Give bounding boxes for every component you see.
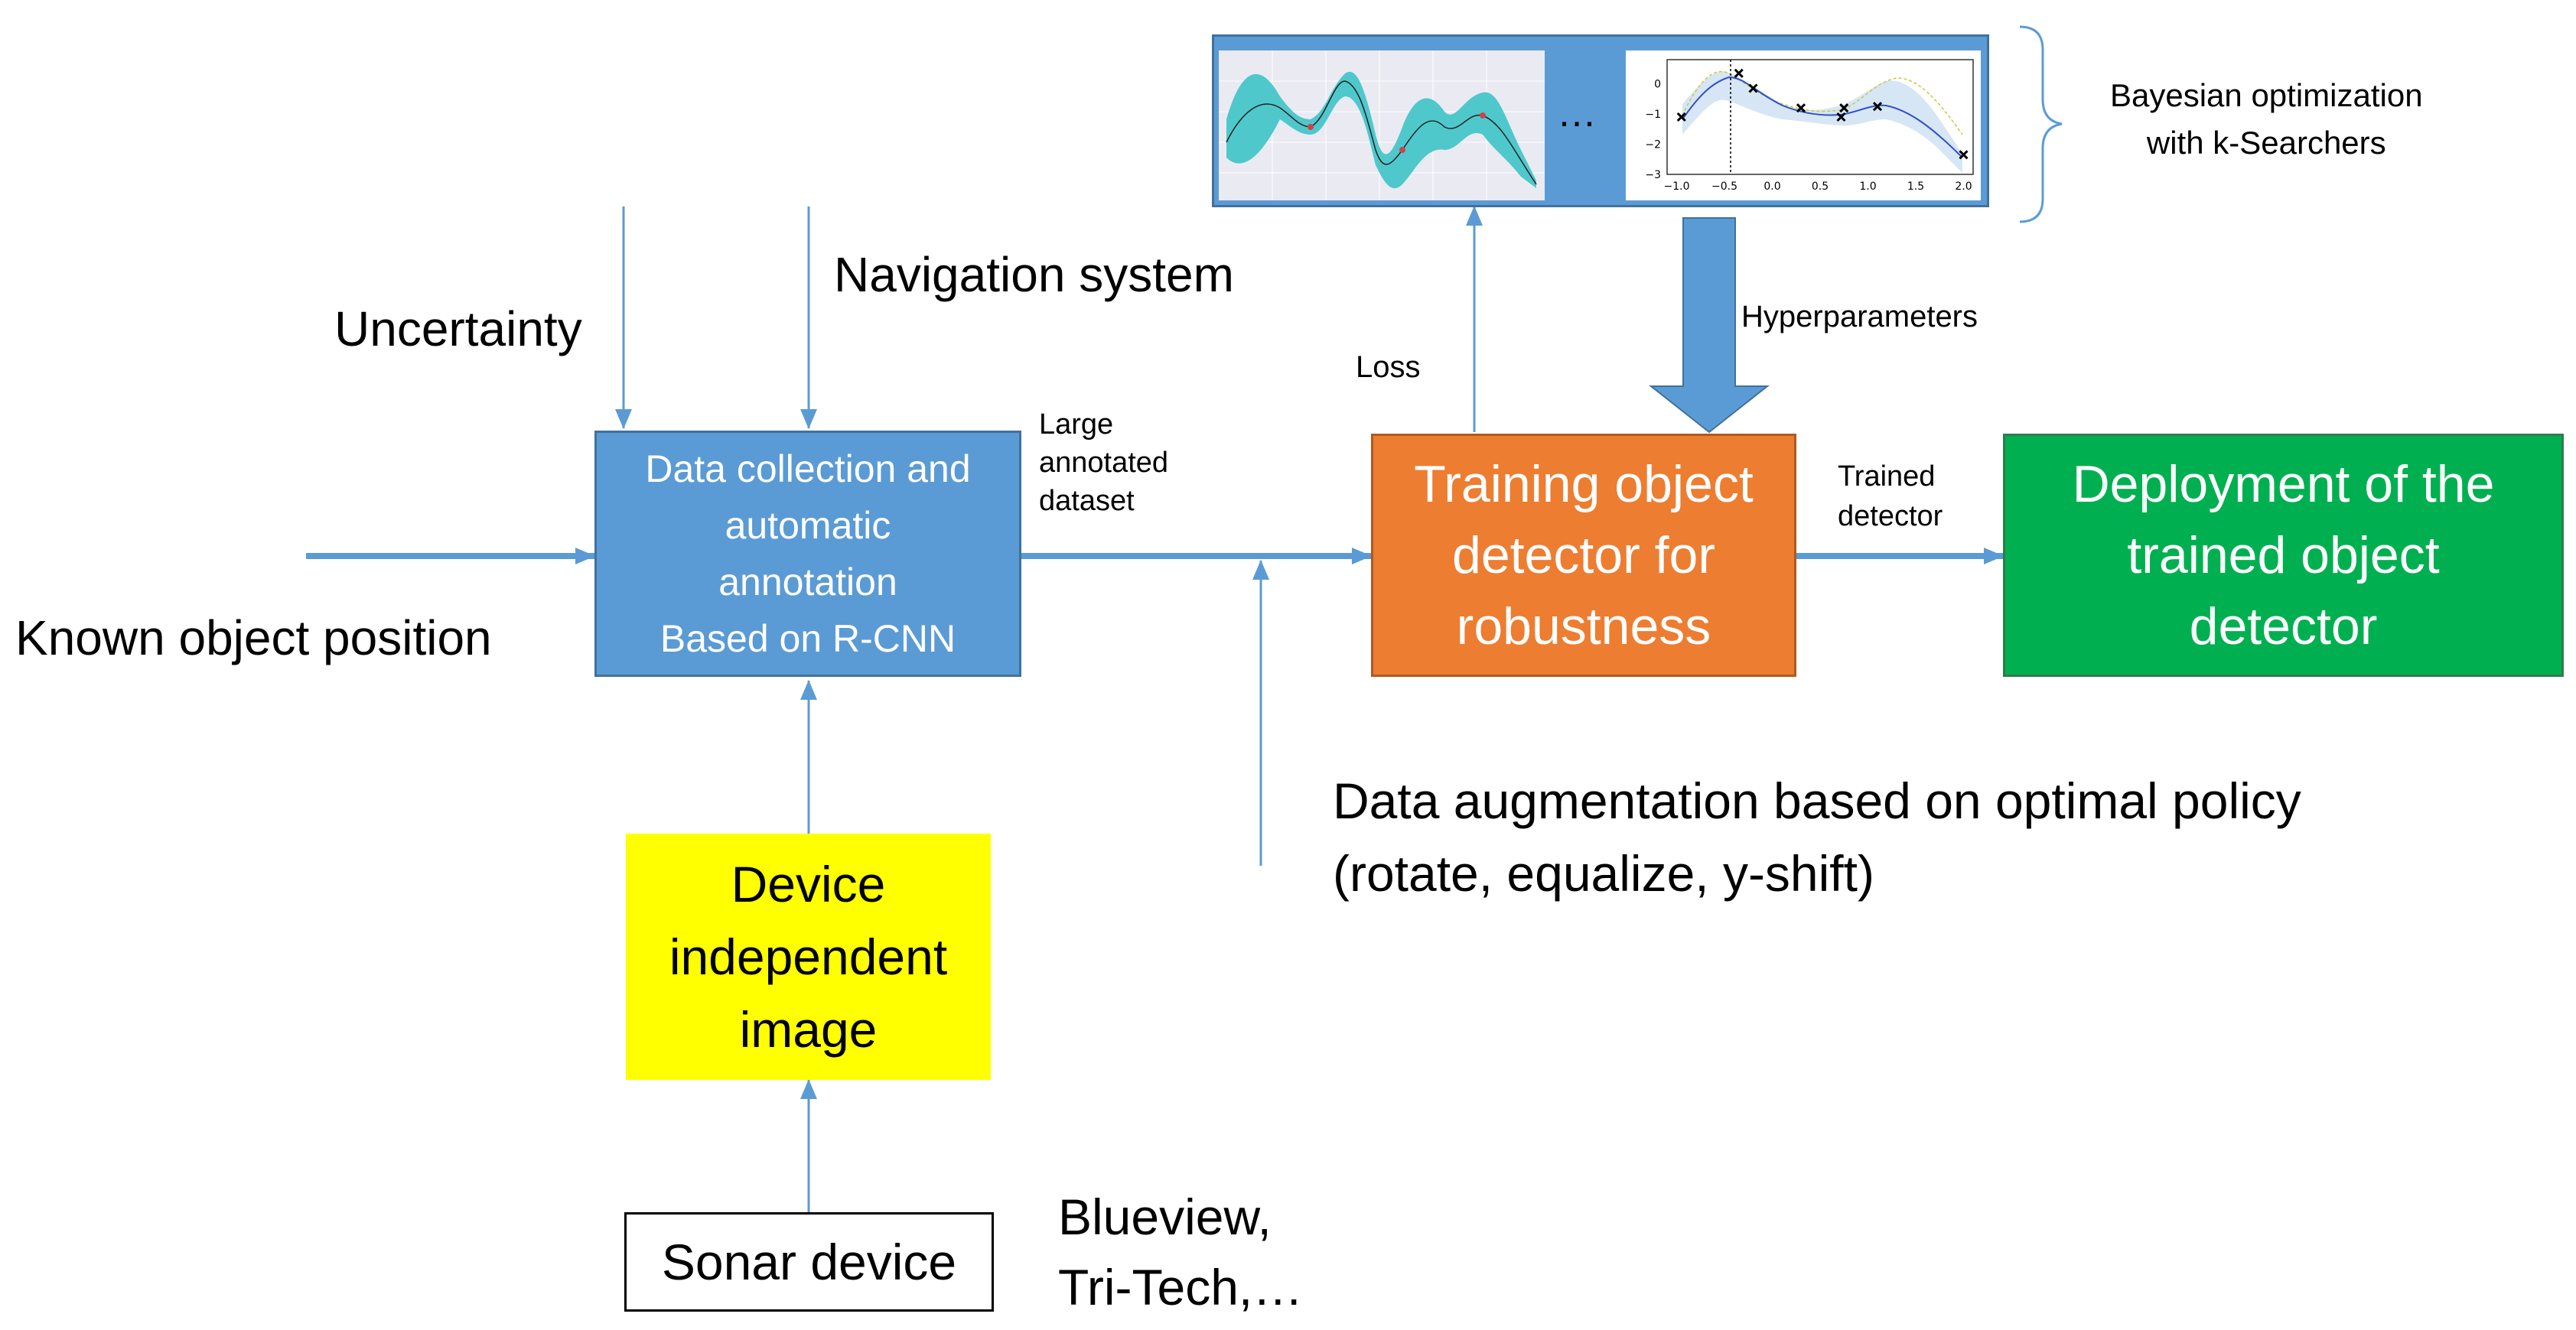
gp-left-mean [1226,80,1537,185]
gp-right-confidence-band [1682,71,1962,173]
gp-right-observation-marker [1676,112,1686,122]
gp-right-x-tick-label: 2.0 [1955,180,1972,193]
gp-right-x-tick-labels: −1.0 −0.5 0.0 0.5 1.0 1.5 2.0 [1664,180,1972,193]
gp-right-x-tick-label: 1.0 [1859,180,1876,193]
loss-label: Loss [1356,350,1421,384]
gp-right-y-tick-label: −1 [1645,109,1661,121]
bayesian-line: Bayesian optimization [2110,77,2423,113]
device-independent-line: image [739,1000,878,1058]
trained-detector-label: Trained detector [1838,457,1943,536]
large-dataset-line: dataset [1039,485,1135,517]
hyperparameters-label: Hyperparameters [1741,300,1978,333]
gp-right-target-dotted [1682,70,1963,135]
uncertainty-label: Uncertainty [334,301,582,356]
deployment-line: Deployment of the [2072,454,2495,513]
gp-plot-right: 0 −1 −2 −3 −1.0 −0.5 0.0 0.5 1.0 1.5 2.0 [1626,50,1981,200]
trained-detector-line: Trained [1838,460,1936,493]
gp-right-x-tick-label: 1.5 [1907,180,1924,193]
sonar-devices-line: Blueview, [1058,1189,1272,1245]
gp-left-point [1399,147,1405,153]
device-independent-image-box: Device independent image [626,834,991,1080]
trained-detector-line: detector [1838,500,1943,532]
sonar-devices-list-label: Blueview, Tri-Tech,… [1058,1182,1303,1322]
gp-right-x-tick-label: −1.0 [1664,180,1690,193]
deployment-line: detector [2189,597,2378,655]
large-dataset-line: Large [1039,408,1114,441]
deployment-box: Deployment of the trained object detector [2003,434,2564,677]
gp-right-observations [1676,68,1969,160]
gp-right-observation-marker [1748,83,1758,93]
training-line: Training object [1414,454,1754,513]
gp-right-y-tick-label: 0 [1654,79,1661,91]
gp-right-observation-marker [1959,150,1969,160]
sonar-device-line: Sonar device [661,1234,957,1290]
large-dataset-line: annotated [1039,447,1169,479]
gp-right-observation-marker [1839,103,1849,113]
device-independent-line: independent [669,928,948,985]
gp-right-y-tick-labels: 0 −1 −2 −3 [1645,79,1661,181]
data-collection-line: Data collection and [645,447,971,490]
large-dataset-label: Large annotated dataset [1039,405,1168,520]
training-line: detector for [1452,525,1715,584]
augmentation-line: (rotate, equalize, y-shift) [1333,845,1874,902]
gp-right-mean [1682,76,1963,158]
gp-left-point [1308,124,1314,130]
bayesian-brace [2019,25,2063,223]
gp-left-confidence-band [1226,71,1536,189]
gp-right-observation-marker [1796,103,1806,113]
sonar-devices-line: Tri-Tech,… [1058,1259,1304,1315]
augmentation-line: Data augmentation based on optimal polic… [1333,772,2301,829]
bayesian-panel: … 0 −1 −2 −3 −1.0 −0.5 0.0 0.5 1.0 1.5 2.0 [1212,34,1989,207]
gp-right-x-tick-label: 0.5 [1812,180,1829,193]
bayesian-line: with k-Searchers [2146,125,2386,161]
gp-plot-left [1219,50,1545,200]
gp-right-x-tick-label: −0.5 [1711,180,1737,193]
data-collection-line: Based on R-CNN [659,617,956,660]
deployment-line: trained object [2127,525,2440,584]
bayesian-optimization-label: Bayesian optimization with k-Searchers [2110,72,2423,167]
gp-right-x-tick-label: 0.0 [1763,180,1780,193]
navigation-system-label: Navigation system [834,247,1234,302]
plots-ellipsis: … [1557,91,1597,135]
gp-left-point [1480,112,1486,119]
gp-right-observation-marker [1836,112,1846,122]
gp-right-y-tick-label: −3 [1645,169,1661,181]
training-line: robustness [1456,597,1711,655]
data-augmentation-label: Data augmentation based on optimal polic… [1333,765,2301,910]
training-box: Training object detector for robustness [1371,434,1796,677]
gp-right-observation-marker [1734,68,1744,78]
device-independent-line: Device [731,855,886,912]
data-collection-line: automatic [725,504,891,547]
hyperparameters-arrow [1649,217,1770,434]
gp-right-observation-marker [1872,102,1883,112]
sonar-device-box: Sonar device [624,1212,994,1312]
gp-right-y-tick-label: −2 [1645,139,1661,151]
data-collection-line: annotation [718,561,897,603]
known-object-position-label: Known object position [15,610,492,665]
